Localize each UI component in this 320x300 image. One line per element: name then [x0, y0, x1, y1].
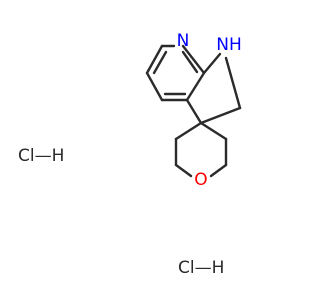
- bond-n-c2: [224, 56, 242, 110]
- hydrochloride-2: Cl—H: [178, 258, 224, 278]
- bond-n1-c7a: [181, 44, 206, 75]
- bond-cb-o: [174, 163, 193, 178]
- bond-o-cc: [209, 163, 228, 178]
- pyridine-ring: [145, 44, 206, 102]
- ether-oxygen-label: O: [194, 170, 207, 190]
- chemical-structure: N NH O Cl—H Cl—H: [18, 31, 242, 278]
- double-bond-c5-c6: [152, 50, 168, 75]
- bond-c7a-c3a: [185, 71, 206, 102]
- bond-c5-c6: [145, 44, 164, 75]
- bond-c4-c5: [145, 71, 164, 102]
- bond-cd-spiro: [199, 121, 228, 141]
- hydrochloride-1: Cl—H: [18, 146, 64, 166]
- pyrrolidine-ring: [185, 52, 242, 125]
- oxane-ring: [174, 121, 228, 178]
- bond-c2-c3: [199, 106, 242, 125]
- bond-spiro-ca: [174, 121, 203, 141]
- bond-c3-c3a: [185, 98, 203, 125]
- bond-c7a-n: [202, 52, 222, 75]
- pyridine-nitrogen-label: N: [177, 31, 190, 51]
- double-bond-n1-c7a: [181, 50, 199, 74]
- amine-nh-label: NH: [216, 35, 242, 55]
